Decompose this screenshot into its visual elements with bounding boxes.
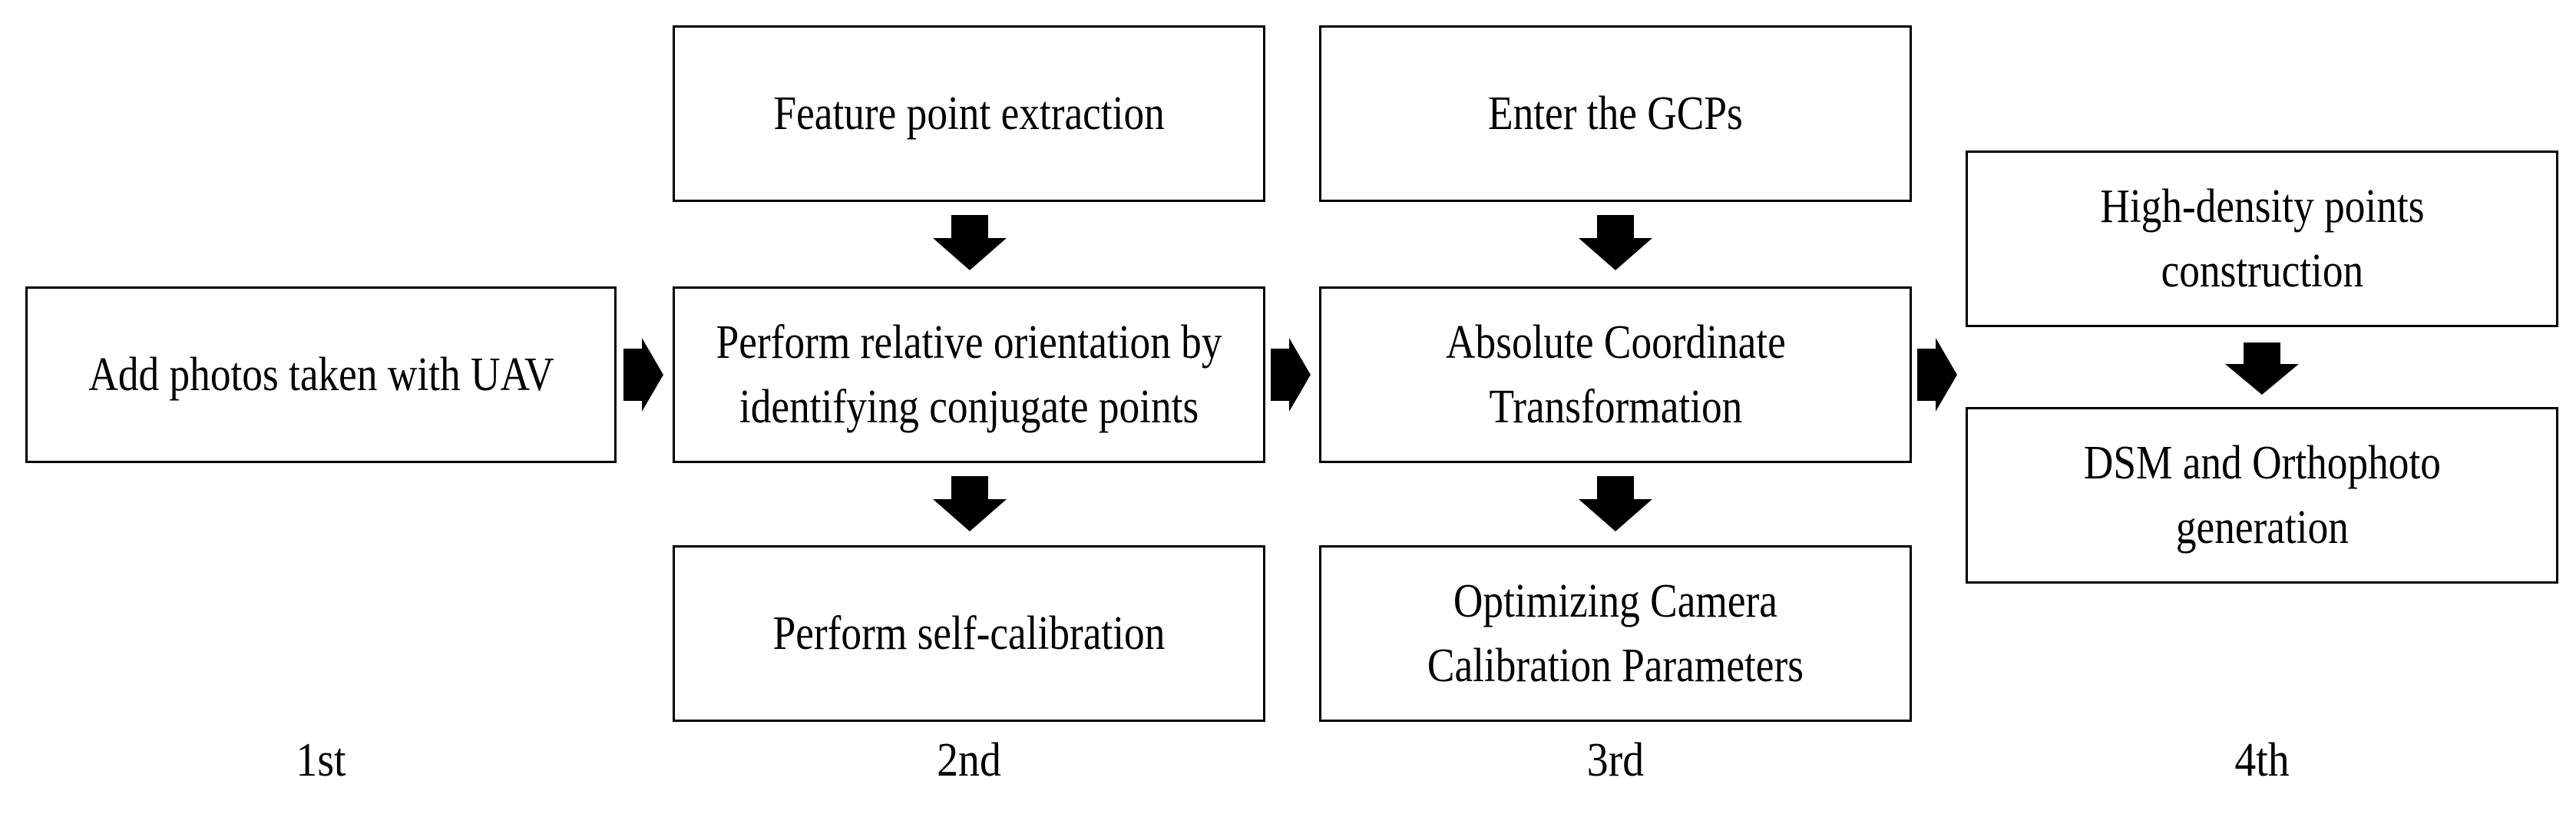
step-dsm-ortho-line-1: DSM and Orthophoto <box>2083 437 2441 489</box>
step-relative-orientation-line-2: identifying conjugate points <box>739 381 1199 433</box>
arrow-down-icon <box>1579 215 1652 270</box>
step-optimizing-camera-line-2: Calibration Parameters <box>1427 640 1804 692</box>
step-high-density-line-1: High-density points <box>2099 180 2425 233</box>
arrow-right-icon <box>1917 338 1957 412</box>
step-optimizing-camera-box: Optimizing Camera Calibration Parameters <box>1319 545 1912 722</box>
step-self-calibration-box: Perform self-calibration <box>673 545 1265 722</box>
arrow-down-icon <box>933 215 1007 270</box>
step-feature-extraction-box: Feature point extraction <box>673 25 1265 202</box>
step-relative-orientation-line-1: Perform relative orientation by <box>716 316 1222 369</box>
step-absolute-transform-line-2: Transformation <box>1489 381 1742 433</box>
step-add-photos-box: Add photos taken with UAV <box>25 286 617 463</box>
step-dsm-ortho-line-2: generation <box>2175 501 2349 554</box>
step-high-density-text: High-density points construction <box>2074 174 2451 303</box>
arrow-right-icon <box>1271 338 1311 412</box>
stage-label-2nd: 2nd <box>937 734 1001 786</box>
step-enter-gcps-label: Enter the GCPs <box>1488 88 1743 140</box>
arrow-down-icon <box>933 476 1007 531</box>
step-dsm-ortho-text: DSM and Orthophoto generation <box>2055 431 2470 560</box>
step-optimizing-camera-line-1: Optimizing Camera <box>1453 575 1777 627</box>
step-absolute-transform-text: Absolute Coordinate Transformation <box>1418 310 1814 439</box>
step-add-photos-label: Add photos taken with UAV <box>88 349 554 401</box>
step-optimizing-camera-text: Optimizing Camera Calibration Parameters <box>1397 569 1834 698</box>
step-high-density-line-2: construction <box>2161 245 2363 297</box>
step-dsm-ortho-box: DSM and Orthophoto generation <box>1966 407 2558 584</box>
step-enter-gcps-box: Enter the GCPs <box>1319 25 1912 202</box>
stage-label-3rd: 3rd <box>1586 734 1645 786</box>
arrow-right-icon <box>623 338 663 412</box>
step-relative-orientation-text: Perform relative orientation by identify… <box>675 310 1263 439</box>
step-self-calibration-label: Perform self-calibration <box>772 607 1166 660</box>
arrow-down-icon <box>2225 343 2299 395</box>
step-feature-extraction-label: Feature point extraction <box>773 88 1165 140</box>
step-high-density-box: High-density points construction <box>1966 151 2558 327</box>
step-absolute-transform-box: Absolute Coordinate Transformation <box>1319 286 1912 463</box>
stage-label-4th: 4th <box>2234 734 2290 786</box>
step-relative-orientation-box: Perform relative orientation by identify… <box>673 286 1265 463</box>
arrow-down-icon <box>1579 476 1652 531</box>
stage-label-1st: 1st <box>296 734 346 786</box>
step-absolute-transform-line-1: Absolute Coordinate <box>1445 316 1786 369</box>
